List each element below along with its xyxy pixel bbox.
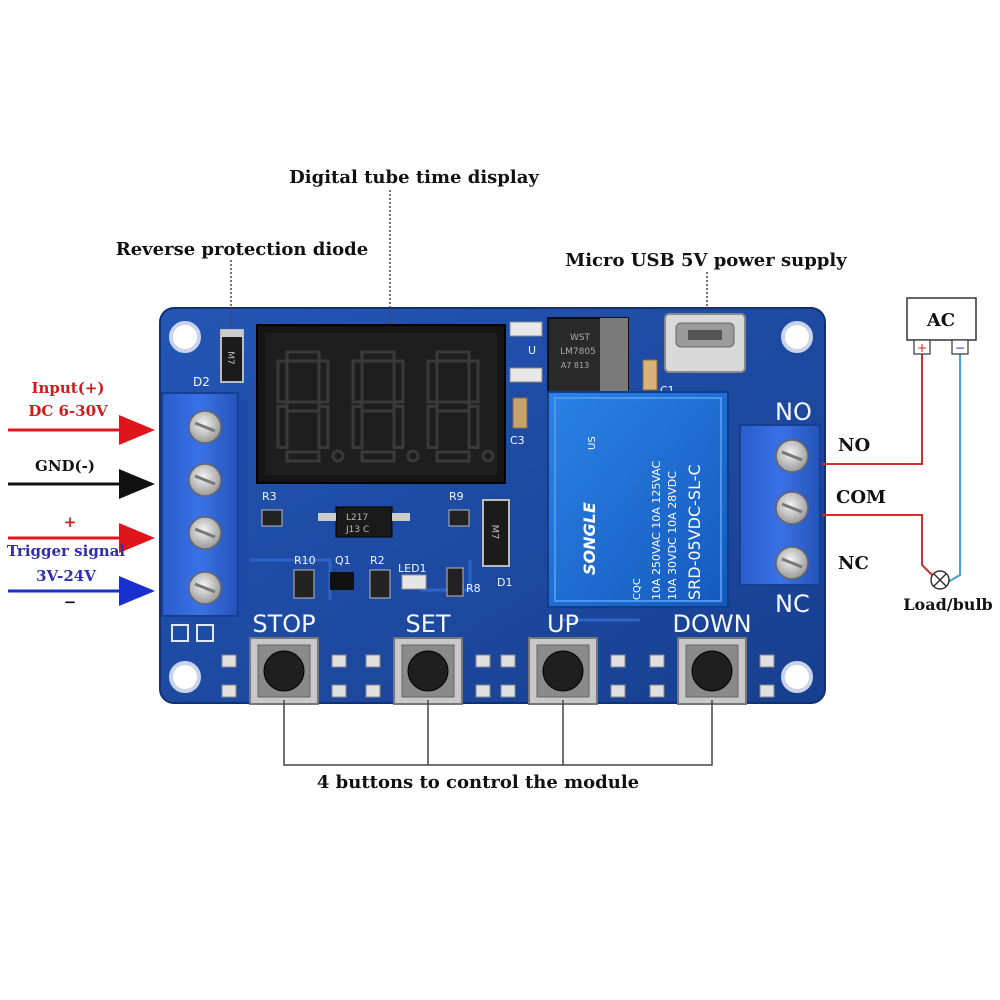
regulator-text-2: LM7805 — [560, 347, 596, 357]
smd-parts — [261, 499, 510, 599]
silk-q1: Q1 — [335, 554, 351, 567]
ac-source — [906, 297, 977, 355]
usb-annotation: Micro USB 5V power supply — [565, 250, 847, 271]
leader-lines — [230, 190, 713, 766]
micro-usb-port[interactable] — [664, 313, 746, 373]
dc-range-label: DC 6-30V — [28, 402, 108, 420]
digit-1 — [276, 350, 345, 463]
ac-plus: + — [917, 341, 927, 355]
load-wiring — [822, 352, 961, 583]
relay-print: SONGLE US 10A 250VAC 10A 125VAC 10A 30VD… — [580, 436, 704, 600]
cap-c3 — [512, 397, 528, 429]
button-stop[interactable]: STOP — [221, 610, 347, 705]
ac-label: AC — [926, 310, 955, 331]
cap-c1 — [642, 359, 658, 391]
load-label: Load/bulb — [903, 595, 992, 614]
relay-brand: SONGLE — [580, 502, 599, 575]
display-annotation: Digital tube time display — [289, 167, 539, 188]
gnd-label: GND(-) — [35, 457, 95, 475]
digit-2 — [351, 350, 420, 463]
button-up[interactable]: UP — [500, 610, 626, 705]
trigger-plus-label: + — [64, 513, 77, 531]
trigger-minus-label: − — [64, 593, 77, 611]
relay-us-mark: US — [587, 436, 598, 450]
silk-nc: NC — [775, 590, 810, 618]
output-screw-3 — [775, 546, 809, 580]
trigger-signal-label: Trigger signal — [7, 542, 126, 560]
control-buttons: STOP SET UP DOWN — [221, 610, 775, 705]
opto-text-2: J13 C — [345, 525, 369, 535]
voltage-regulator: WST LM7805 A7 813 — [547, 317, 629, 393]
input-screw-3 — [188, 516, 222, 550]
silk-r3: R3 — [262, 490, 277, 503]
com-label: COM — [836, 487, 886, 508]
input-screw-2 — [188, 463, 222, 497]
regulator-text-3: A7 813 — [561, 361, 589, 370]
button-label-up: UP — [547, 610, 579, 638]
jumper-pad-1 — [171, 624, 189, 642]
relay-cert: CQC — [632, 578, 643, 600]
silk-d2: D2 — [193, 375, 210, 389]
input-screw-1 — [188, 410, 222, 444]
opto-text-1: L217 — [346, 513, 368, 523]
silk-r9: R9 — [449, 490, 464, 503]
d2-mark: M7 — [225, 351, 235, 365]
silk-no: NO — [775, 398, 812, 426]
nc-label: NC — [838, 553, 869, 574]
display-digits — [276, 350, 495, 463]
silk-d1: D1 — [497, 576, 512, 589]
trigger-range-label: 3V-24V — [36, 567, 96, 585]
buttons-annotation: 4 buttons to control the module — [317, 772, 639, 793]
mount-hole-tl — [169, 321, 201, 353]
button-label-stop: STOP — [252, 610, 315, 638]
ac-minus: − — [955, 341, 965, 355]
relay-rating-1: 10A 250VAC 10A 125VAC — [650, 460, 663, 600]
output-screws — [775, 439, 809, 580]
no-label: NO — [838, 435, 870, 456]
digit-3 — [426, 350, 495, 463]
silk-led1: LED1 — [398, 562, 427, 575]
silk-r10: R10 — [294, 554, 316, 567]
silk-c3: C3 — [510, 434, 525, 447]
load-bulb-icon — [930, 570, 950, 590]
d1-mark: M7 — [489, 525, 500, 540]
regulator-text-1: WST — [570, 333, 591, 343]
input-screws — [188, 410, 222, 605]
d2-diode: M7 — [220, 329, 244, 383]
button-label-down: DOWN — [672, 610, 751, 638]
relay — [547, 391, 729, 608]
output-screw-2 — [775, 491, 809, 525]
diode-annotation: Reverse protection diode — [116, 239, 368, 260]
cap-u1 — [509, 321, 543, 337]
relay-model: SRD-05VDC-SL-C — [685, 464, 704, 600]
input-screw-4 — [188, 571, 222, 605]
mount-hole-br — [781, 661, 813, 693]
mount-hole-tr — [781, 321, 813, 353]
jumper-pad-2 — [196, 624, 214, 642]
input-pos-label: Input(+) — [31, 379, 104, 397]
button-down[interactable]: DOWN — [649, 610, 775, 705]
relay-rating-2: 10A 30VDC 10A 28VDC — [666, 471, 679, 600]
silk-r8: R8 — [466, 582, 481, 595]
input-arrows — [8, 415, 155, 606]
silk-u: U — [528, 344, 536, 357]
silk-r2: R2 — [370, 554, 385, 567]
button-set[interactable]: SET — [365, 610, 491, 705]
button-label-set: SET — [405, 610, 450, 638]
output-screw-1 — [775, 439, 809, 473]
cap-u2 — [509, 367, 543, 383]
mount-hole-bl — [169, 661, 201, 693]
